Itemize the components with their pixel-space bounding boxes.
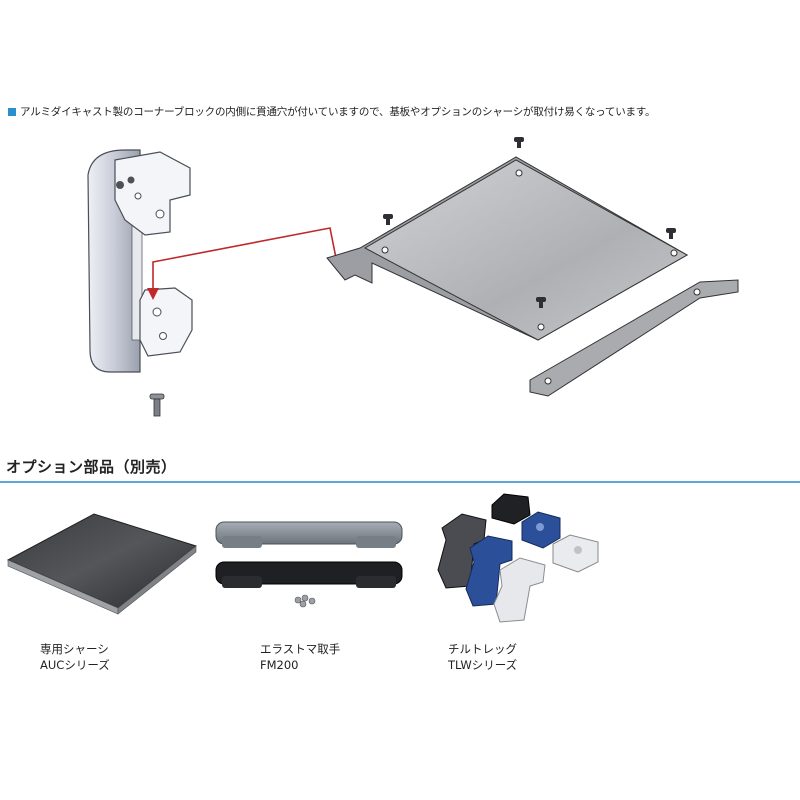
corner-block-illustration	[87, 149, 193, 373]
screw-illustration	[149, 393, 165, 417]
handle-illustration	[215, 521, 403, 608]
option-name: 専用シャーシ	[40, 642, 109, 656]
section-divider	[0, 481, 800, 483]
mounting-bar-illustration	[529, 279, 739, 397]
assembly-note-text: アルミダイキャスト製のコーナーブロックの内側に貫通穴が付いていますので、基板やオ…	[20, 106, 656, 118]
option-name: エラストマ取手	[260, 642, 341, 656]
option-tilt-leg-label: チルトレッグ TLWシリーズ	[448, 641, 517, 673]
option-series: TLWシリーズ	[448, 658, 518, 672]
mounting-arrow	[147, 227, 337, 300]
bullet-square-icon	[8, 108, 16, 116]
option-name: チルトレッグ	[448, 642, 517, 656]
chassis-illustration	[6, 513, 198, 615]
option-series: FM200	[260, 658, 299, 672]
option-series: AUCシリーズ	[40, 658, 110, 672]
option-chassis-label: 専用シャーシ AUCシリーズ	[40, 641, 110, 673]
tilt-leg-illustration	[437, 493, 599, 623]
option-handle-label: エラストマ取手 FM200	[260, 641, 340, 673]
section-title: オプション部品（別売）	[6, 458, 177, 476]
assembly-note: アルミダイキャスト製のコーナーブロックの内側に貫通穴が付いていますので、基板やオ…	[8, 104, 656, 119]
board-panel-illustration	[326, 137, 689, 341]
